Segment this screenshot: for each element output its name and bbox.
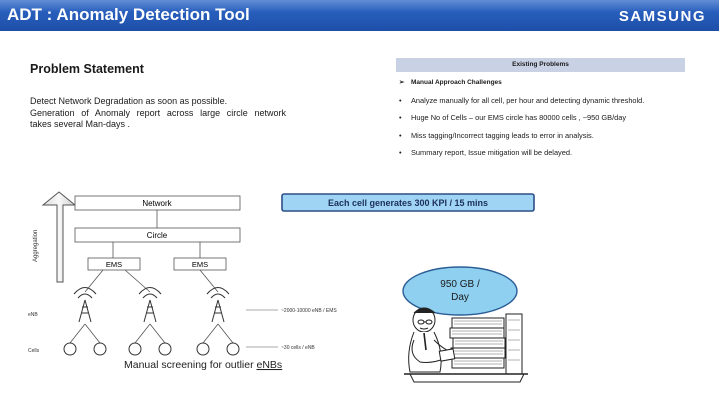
ems-label: EMS: [192, 260, 208, 269]
data-volume-line-2: Day: [451, 292, 469, 303]
existing-problems-list: ➢ Manual Approach Challenges • Analyze m…: [398, 78, 698, 166]
cells-row-label: Cells: [28, 348, 40, 354]
cell-nodes: [63, 342, 240, 356]
aggregation-arrow-icon: [41, 191, 77, 283]
cell-node: [226, 342, 240, 356]
cell-node: [196, 342, 210, 356]
cell-node: [93, 342, 107, 356]
enb-tower-icon: [73, 287, 97, 323]
diagram-caption: Manual screening for outlier eNBs: [124, 359, 282, 371]
network-label: Network: [142, 199, 172, 208]
list-item-text: Huge No of Cells – our EMS circle has 80…: [411, 113, 627, 122]
arrow-bullet-icon: ➢: [399, 79, 405, 86]
cell-node: [128, 342, 142, 356]
network-box: [74, 195, 241, 211]
list-item-text: Analyze manually for all cell, per hour …: [411, 95, 645, 105]
caption-prefix: Manual screening for outlier: [124, 359, 257, 371]
data-volume-bubble: [402, 266, 518, 316]
enb-tower-icon: [206, 287, 230, 323]
enb-tower-icon: [138, 287, 162, 323]
cells-per-enb-label: ~30 cells / eNB: [281, 345, 315, 351]
list-item: • Huge No of Cells – our EMS circle has …: [398, 113, 698, 131]
problem-line-3: takes several Man-days .: [30, 119, 131, 129]
circle-label: Circle: [147, 231, 168, 240]
enb-cell-links: [69, 323, 234, 344]
caption-term: eNBs: [257, 359, 283, 371]
list-item-text: Miss tagging/Incorrect tagging leads to …: [411, 130, 594, 140]
list-item: • Summary report, Issue mitigation will …: [398, 148, 698, 166]
enb-per-ems-label: ~2000-10000 eNB / EMS: [281, 308, 337, 314]
bullet-icon: •: [399, 113, 402, 122]
enb-row-label: eNB: [28, 312, 38, 318]
circle-box: [74, 227, 241, 243]
aggregation-label: Aggregation: [33, 230, 39, 262]
problem-statement-title: Problem Statement: [30, 62, 144, 76]
bullet-icon: •: [399, 148, 402, 157]
samsung-logo: SAMSUNG: [618, 8, 706, 25]
cell-node: [63, 342, 77, 356]
kpi-banner: [281, 193, 535, 212]
ems-label: EMS: [106, 260, 122, 269]
bullet-icon: •: [399, 130, 402, 140]
list-item: • Analyze manually for all cell, per hou…: [398, 96, 698, 114]
overworked-person-icon: [404, 307, 528, 383]
list-item-text: Summary report, Issue mitigation will be…: [411, 148, 573, 157]
title-bar-shine: [0, 0, 719, 12]
list-item: • Miss tagging/Incorrect tagging leads t…: [398, 131, 698, 149]
data-volume-line-1: 950 GB /: [440, 279, 480, 290]
kpi-banner-text: Each cell generates 300 KPI / 15 mins: [328, 198, 488, 208]
bullet-icon: •: [399, 95, 402, 105]
cell-node: [158, 342, 172, 356]
list-item-text: Manual Approach Challenges: [411, 79, 502, 86]
problem-statement-body: Detect Network Degradation as soon as po…: [30, 96, 286, 131]
slide-title: ADT : Anomaly Detection Tool: [7, 5, 250, 24]
ems-box-1: [87, 257, 141, 271]
problem-line-1: Detect Network Degradation as soon as po…: [30, 96, 228, 106]
title-bar: ADT : Anomaly Detection Tool SAMSUNG: [0, 0, 719, 31]
problem-line-2: Generation of Anomaly report across larg…: [30, 107, 286, 118]
ems-enb-links: [84, 269, 219, 293]
list-item: ➢ Manual Approach Challenges: [398, 78, 698, 96]
existing-problems-header: Existing Problems: [396, 58, 685, 72]
